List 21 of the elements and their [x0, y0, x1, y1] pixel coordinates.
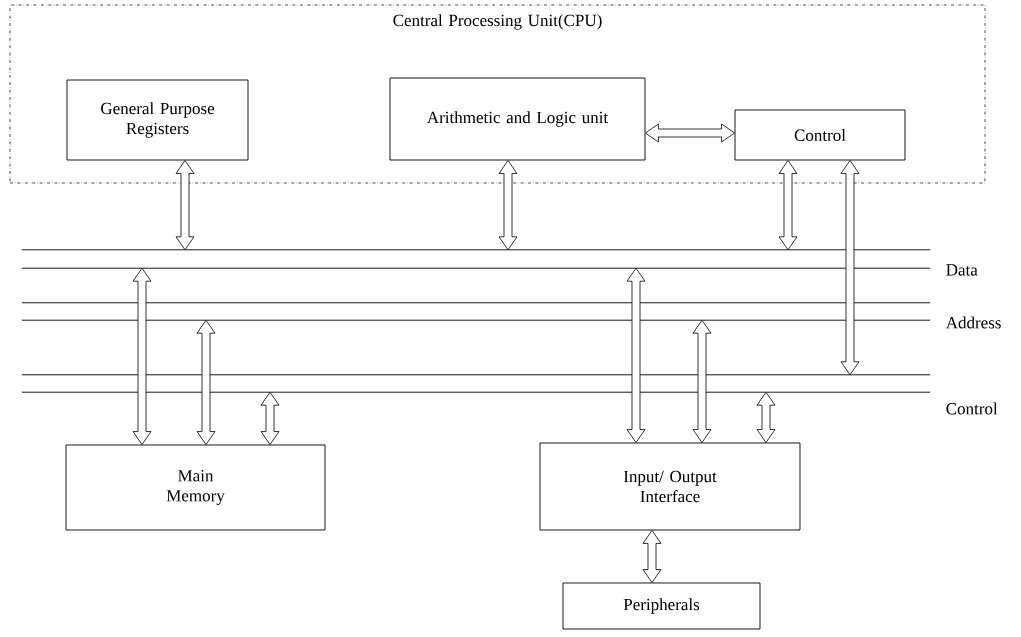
double-arrow [642, 530, 662, 583]
double-arrow [260, 391, 280, 445]
double-arrow [840, 160, 860, 376]
component-box: Peripherals [562, 582, 761, 630]
double-arrow [645, 123, 735, 143]
double-arrow [756, 391, 776, 443]
double-arrow [498, 160, 518, 251]
component-box: Main Memory [65, 444, 326, 531]
component-box: General Purpose Registers [66, 79, 249, 161]
double-arrow [778, 160, 798, 251]
double-arrow [196, 319, 216, 445]
component-box: Control [734, 109, 906, 161]
component-box: Arithmetic and Logic unit [389, 77, 646, 161]
double-arrow [175, 160, 195, 251]
double-arrow [692, 319, 712, 443]
bus-lines: Control [21, 374, 998, 415]
double-arrow [132, 267, 152, 445]
double-arrow [626, 267, 646, 443]
bus-lines: Data [21, 249, 978, 276]
component-box: Input/ Output Interface [539, 442, 801, 531]
bus-lines: Address [21, 302, 1001, 329]
